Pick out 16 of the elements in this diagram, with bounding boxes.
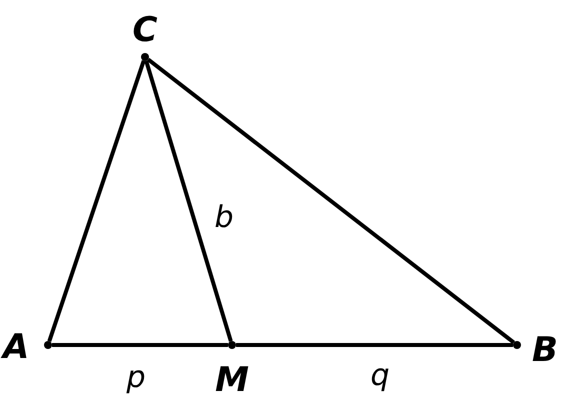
vertex-point <box>228 341 236 349</box>
edge-label: p <box>126 363 146 393</box>
line-segment <box>52 343 228 347</box>
line-segment <box>47 60 146 342</box>
edge-label: q <box>370 361 390 391</box>
edge-label: b <box>214 203 234 233</box>
line-segment <box>144 60 233 342</box>
line-segment <box>236 343 513 347</box>
vertex-label: C <box>132 13 158 47</box>
vertex-label: M <box>215 363 249 397</box>
vertex-point <box>513 341 521 349</box>
vertex-point <box>44 341 52 349</box>
line-segment <box>146 58 516 344</box>
vertex-label: A <box>2 330 30 364</box>
vertex-label: B <box>532 333 558 367</box>
vertex-point <box>141 53 149 61</box>
